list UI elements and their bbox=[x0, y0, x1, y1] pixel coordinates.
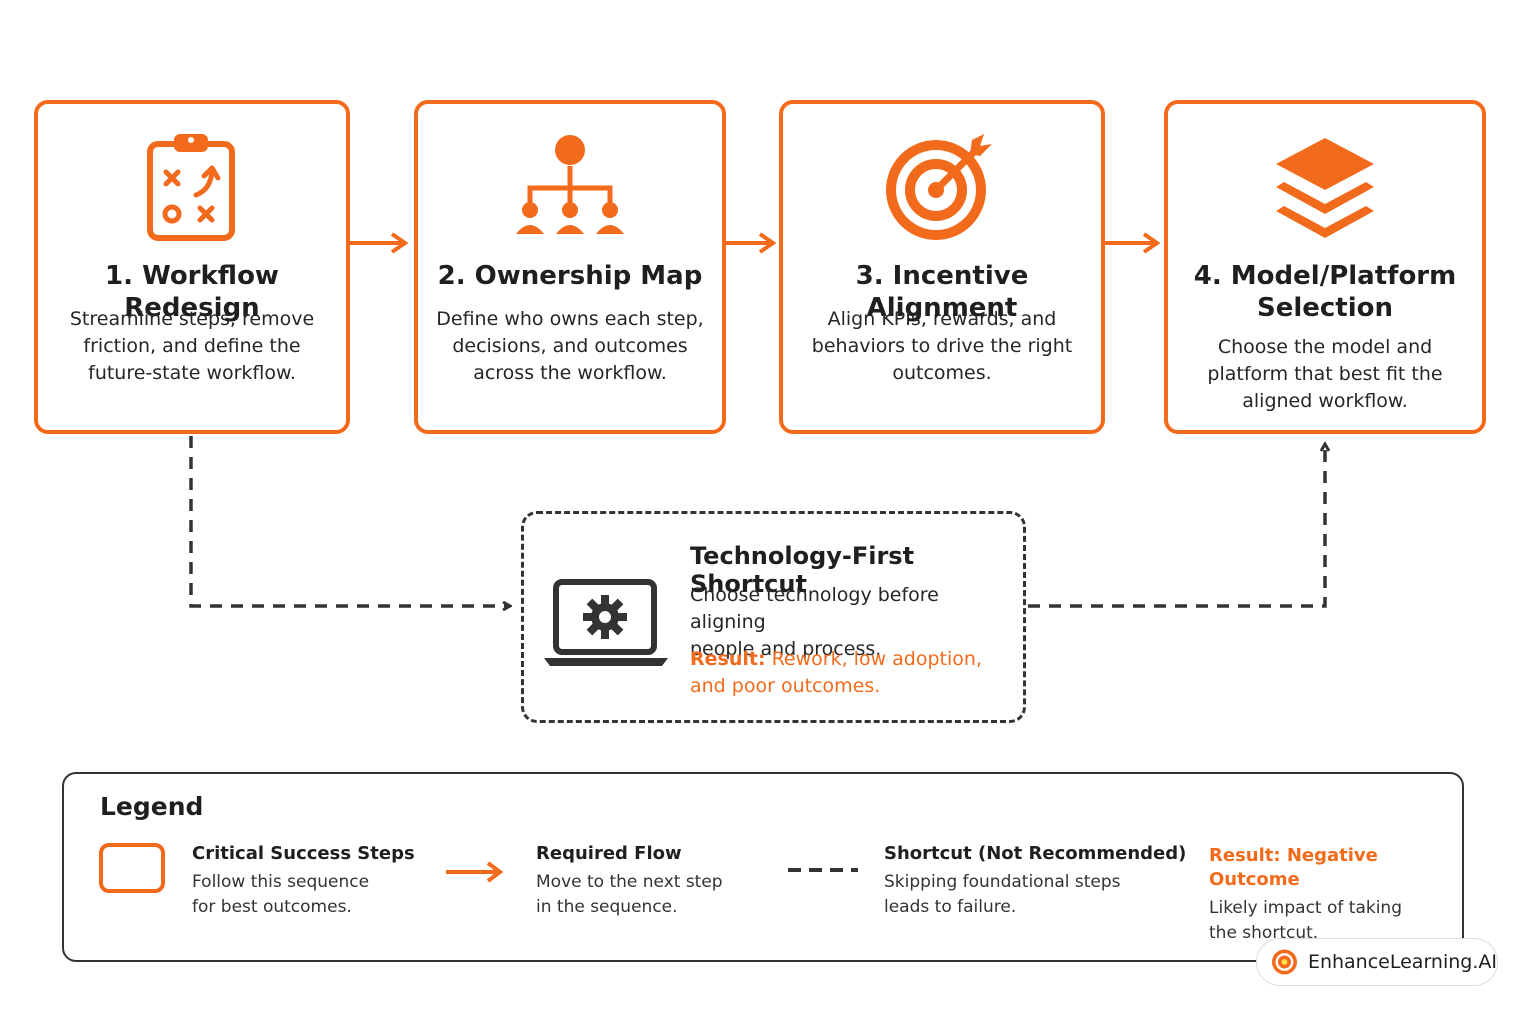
legend-item-name: Required Flow bbox=[536, 843, 682, 864]
legend-item-desc: Skipping foundational steps leads to fai… bbox=[884, 872, 1121, 917]
legend-item-name: Critical Success Steps bbox=[192, 843, 415, 864]
legend-item-name: Shortcut (Not Recommended) bbox=[884, 843, 1187, 864]
required-flow-arrow bbox=[726, 232, 777, 254]
step-ownership-map: 2. Ownership Map Define who owns each st… bbox=[414, 100, 726, 434]
step-description: Streamline steps, remove friction, and d… bbox=[69, 308, 315, 384]
result-text: Rework, low adoption, and poor outcomes. bbox=[690, 648, 982, 697]
legend: Legend Critical Success Steps Follow thi… bbox=[62, 772, 1464, 962]
legend-item-desc: Move to the next step in the sequence. bbox=[536, 872, 723, 917]
legend-item-required-flow: Required Flow Move to the next step in t… bbox=[536, 842, 723, 920]
laptop-gear-icon bbox=[544, 578, 668, 672]
legend-item-critical-steps: Critical Success Steps Follow this seque… bbox=[192, 842, 415, 920]
shortcut-title: Technology-First Shortcut bbox=[690, 542, 915, 598]
step-title: 2. Ownership Map bbox=[437, 261, 703, 291]
brand-name: EnhanceLearning.AI bbox=[1307, 951, 1497, 973]
clipboard-strategy-icon bbox=[144, 130, 240, 246]
layers-icon bbox=[1270, 130, 1380, 246]
legend-step-swatch bbox=[99, 843, 165, 893]
shortcut-path-in bbox=[189, 436, 510, 606]
required-flow-arrow bbox=[1105, 232, 1161, 254]
legend-item-name: Result: Negative Outcome bbox=[1209, 845, 1378, 890]
org-chart-icon bbox=[514, 130, 626, 244]
shortcut-result: Result: Rework, low adoption, and poor o… bbox=[690, 646, 1000, 700]
shortcut-path-out bbox=[1028, 444, 1325, 608]
brand-badge[interactable]: EnhanceLearning.AI bbox=[1256, 938, 1498, 986]
step-workflow-redesign: 1. Workflow Redesign Streamline steps, r… bbox=[34, 100, 350, 434]
target-icon bbox=[884, 130, 1000, 246]
step-title: 3. Incentive Alignment bbox=[855, 261, 1029, 323]
step-description: Align KPIs, rewards, and behaviors to dr… bbox=[811, 308, 1073, 384]
required-flow-arrow bbox=[350, 232, 409, 254]
step-incentive-alignment: 3. Incentive Alignment Align KPIs, rewar… bbox=[779, 100, 1105, 434]
legend-title: Legend bbox=[100, 792, 204, 821]
legend-item-desc: Follow this sequence for best outcomes. bbox=[192, 872, 370, 917]
shortcut-description: Choose technology before aligning people… bbox=[690, 584, 939, 660]
result-label: Result: bbox=[690, 648, 766, 670]
step-model-platform-selection: 4. Model/Platform Selection Choose the m… bbox=[1164, 100, 1486, 434]
legend-arrow-swatch bbox=[446, 861, 504, 883]
step-title: 4. Model/Platform Selection bbox=[1193, 261, 1457, 323]
brand-logo-icon bbox=[1271, 949, 1297, 975]
step-title: 1. Workflow Redesign bbox=[105, 261, 279, 323]
legend-dashed-swatch bbox=[788, 868, 858, 872]
step-description: Define who owns each step, decisions, an… bbox=[436, 308, 704, 384]
legend-item-negative-outcome: Result: Negative Outcome Likely impact o… bbox=[1209, 844, 1462, 946]
legend-item-shortcut: Shortcut (Not Recommended) Skipping foun… bbox=[884, 842, 1186, 920]
technology-first-shortcut: Technology-First Shortcut Choose technol… bbox=[521, 511, 1026, 723]
step-description: Choose the model and platform that best … bbox=[1207, 336, 1443, 412]
